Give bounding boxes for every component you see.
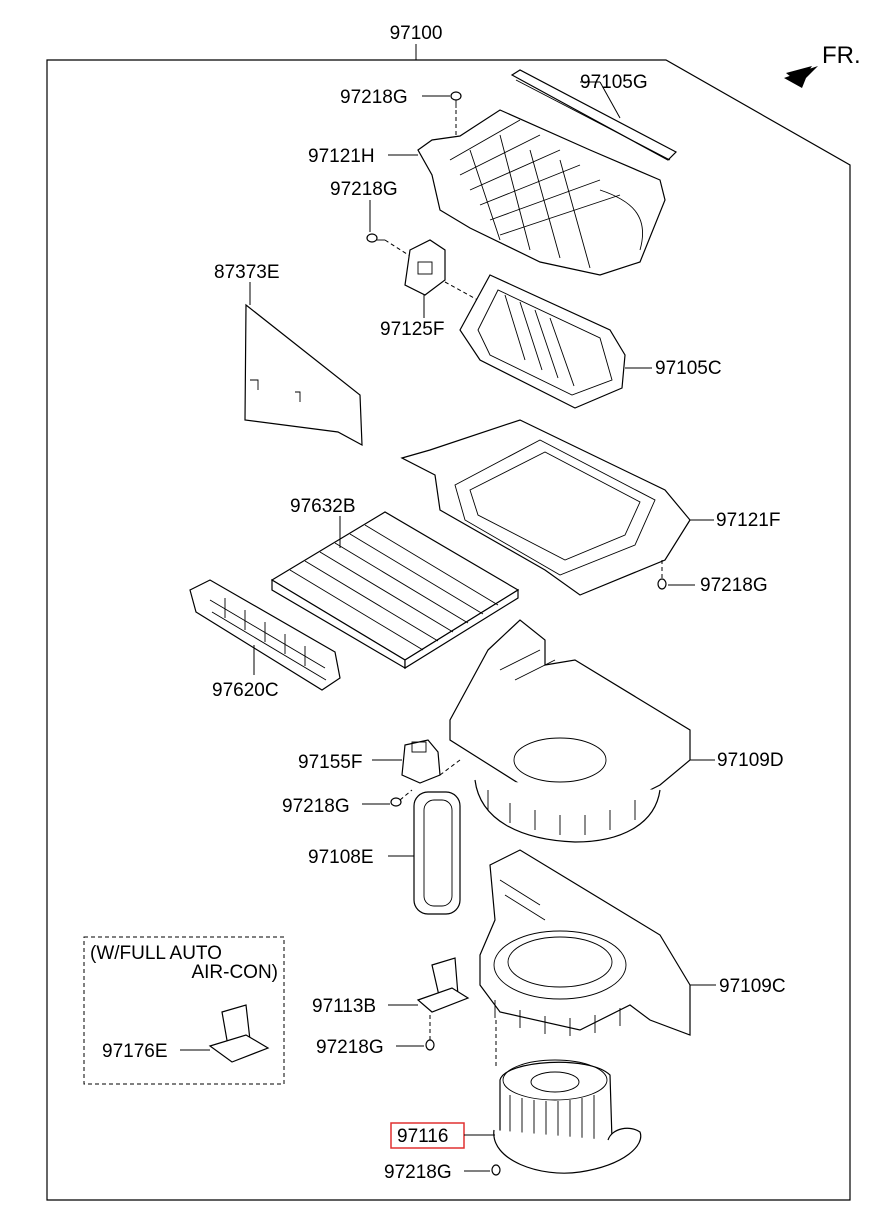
label-97176e: 97176E [102, 1041, 168, 1062]
label-97105c: 97105C [655, 358, 722, 379]
seal-strip-97105g [510, 69, 678, 161]
assembly-frame [46, 59, 851, 1201]
label-97109d: 97109D [717, 750, 784, 771]
label-97125f: 97125F [380, 319, 444, 340]
front-direction-arrow-icon [784, 66, 818, 88]
optional-box-line2: AIR-CON) [191, 962, 278, 983]
label-97218g-top: 97218G [340, 87, 408, 108]
label-97218g-bottom: 97218G [384, 1162, 452, 1183]
assembly-number-label: 97100 [390, 23, 443, 44]
actuator-97125f [404, 239, 486, 305]
screw-icon [425, 1015, 435, 1051]
label-97113b: 97113B [312, 996, 376, 1017]
front-direction-label: FR. [822, 42, 861, 69]
label-97218g-right: 97218G [700, 575, 768, 596]
blower-lower-case-97109c [479, 849, 691, 1036]
label-97116: 97116 [397, 1126, 448, 1147]
air-grille-97620c [189, 579, 341, 691]
blower-motor-97116 [493, 1020, 642, 1174]
screw-icon [366, 233, 385, 243]
screw-icon [390, 789, 413, 807]
screw-icon [450, 91, 462, 108]
label-97218g-second: 97218G [330, 179, 398, 200]
label-97121h: 97121H [308, 146, 375, 167]
optional-box-line1: (W/FULL AUTO [90, 943, 222, 964]
optional-parts-box [83, 936, 285, 1085]
label-97109c: 97109C [719, 976, 786, 997]
filter-housing-97121f [400, 419, 691, 596]
connector-97155f [401, 739, 461, 784]
screw-icon [657, 560, 667, 590]
gasket-97108e [413, 791, 461, 915]
intake-door-frame-97105c [459, 274, 626, 409]
label-97155f: 97155F [298, 752, 362, 773]
cabin-filter-97632b [270, 511, 520, 670]
label-87373e: 87373E [214, 262, 280, 283]
blower-upper-case-97109d [449, 619, 691, 843]
screw-icon [491, 1164, 501, 1176]
label-97620c: 97620C [212, 680, 279, 701]
label-97121f: 97121F [716, 510, 780, 531]
resistor-97113b [416, 957, 470, 1013]
insulation-pad-87373e [244, 303, 363, 447]
label-97108e: 97108E [308, 847, 374, 868]
power-transistor-97176e [208, 1004, 270, 1063]
label-97218g-mid: 97218G [282, 796, 350, 817]
label-97105g: 97105G [580, 72, 648, 93]
intake-duct-upper-case-97121h [417, 109, 666, 276]
label-97218g-lower: 97218G [316, 1037, 384, 1058]
label-97632b: 97632B [290, 496, 356, 517]
